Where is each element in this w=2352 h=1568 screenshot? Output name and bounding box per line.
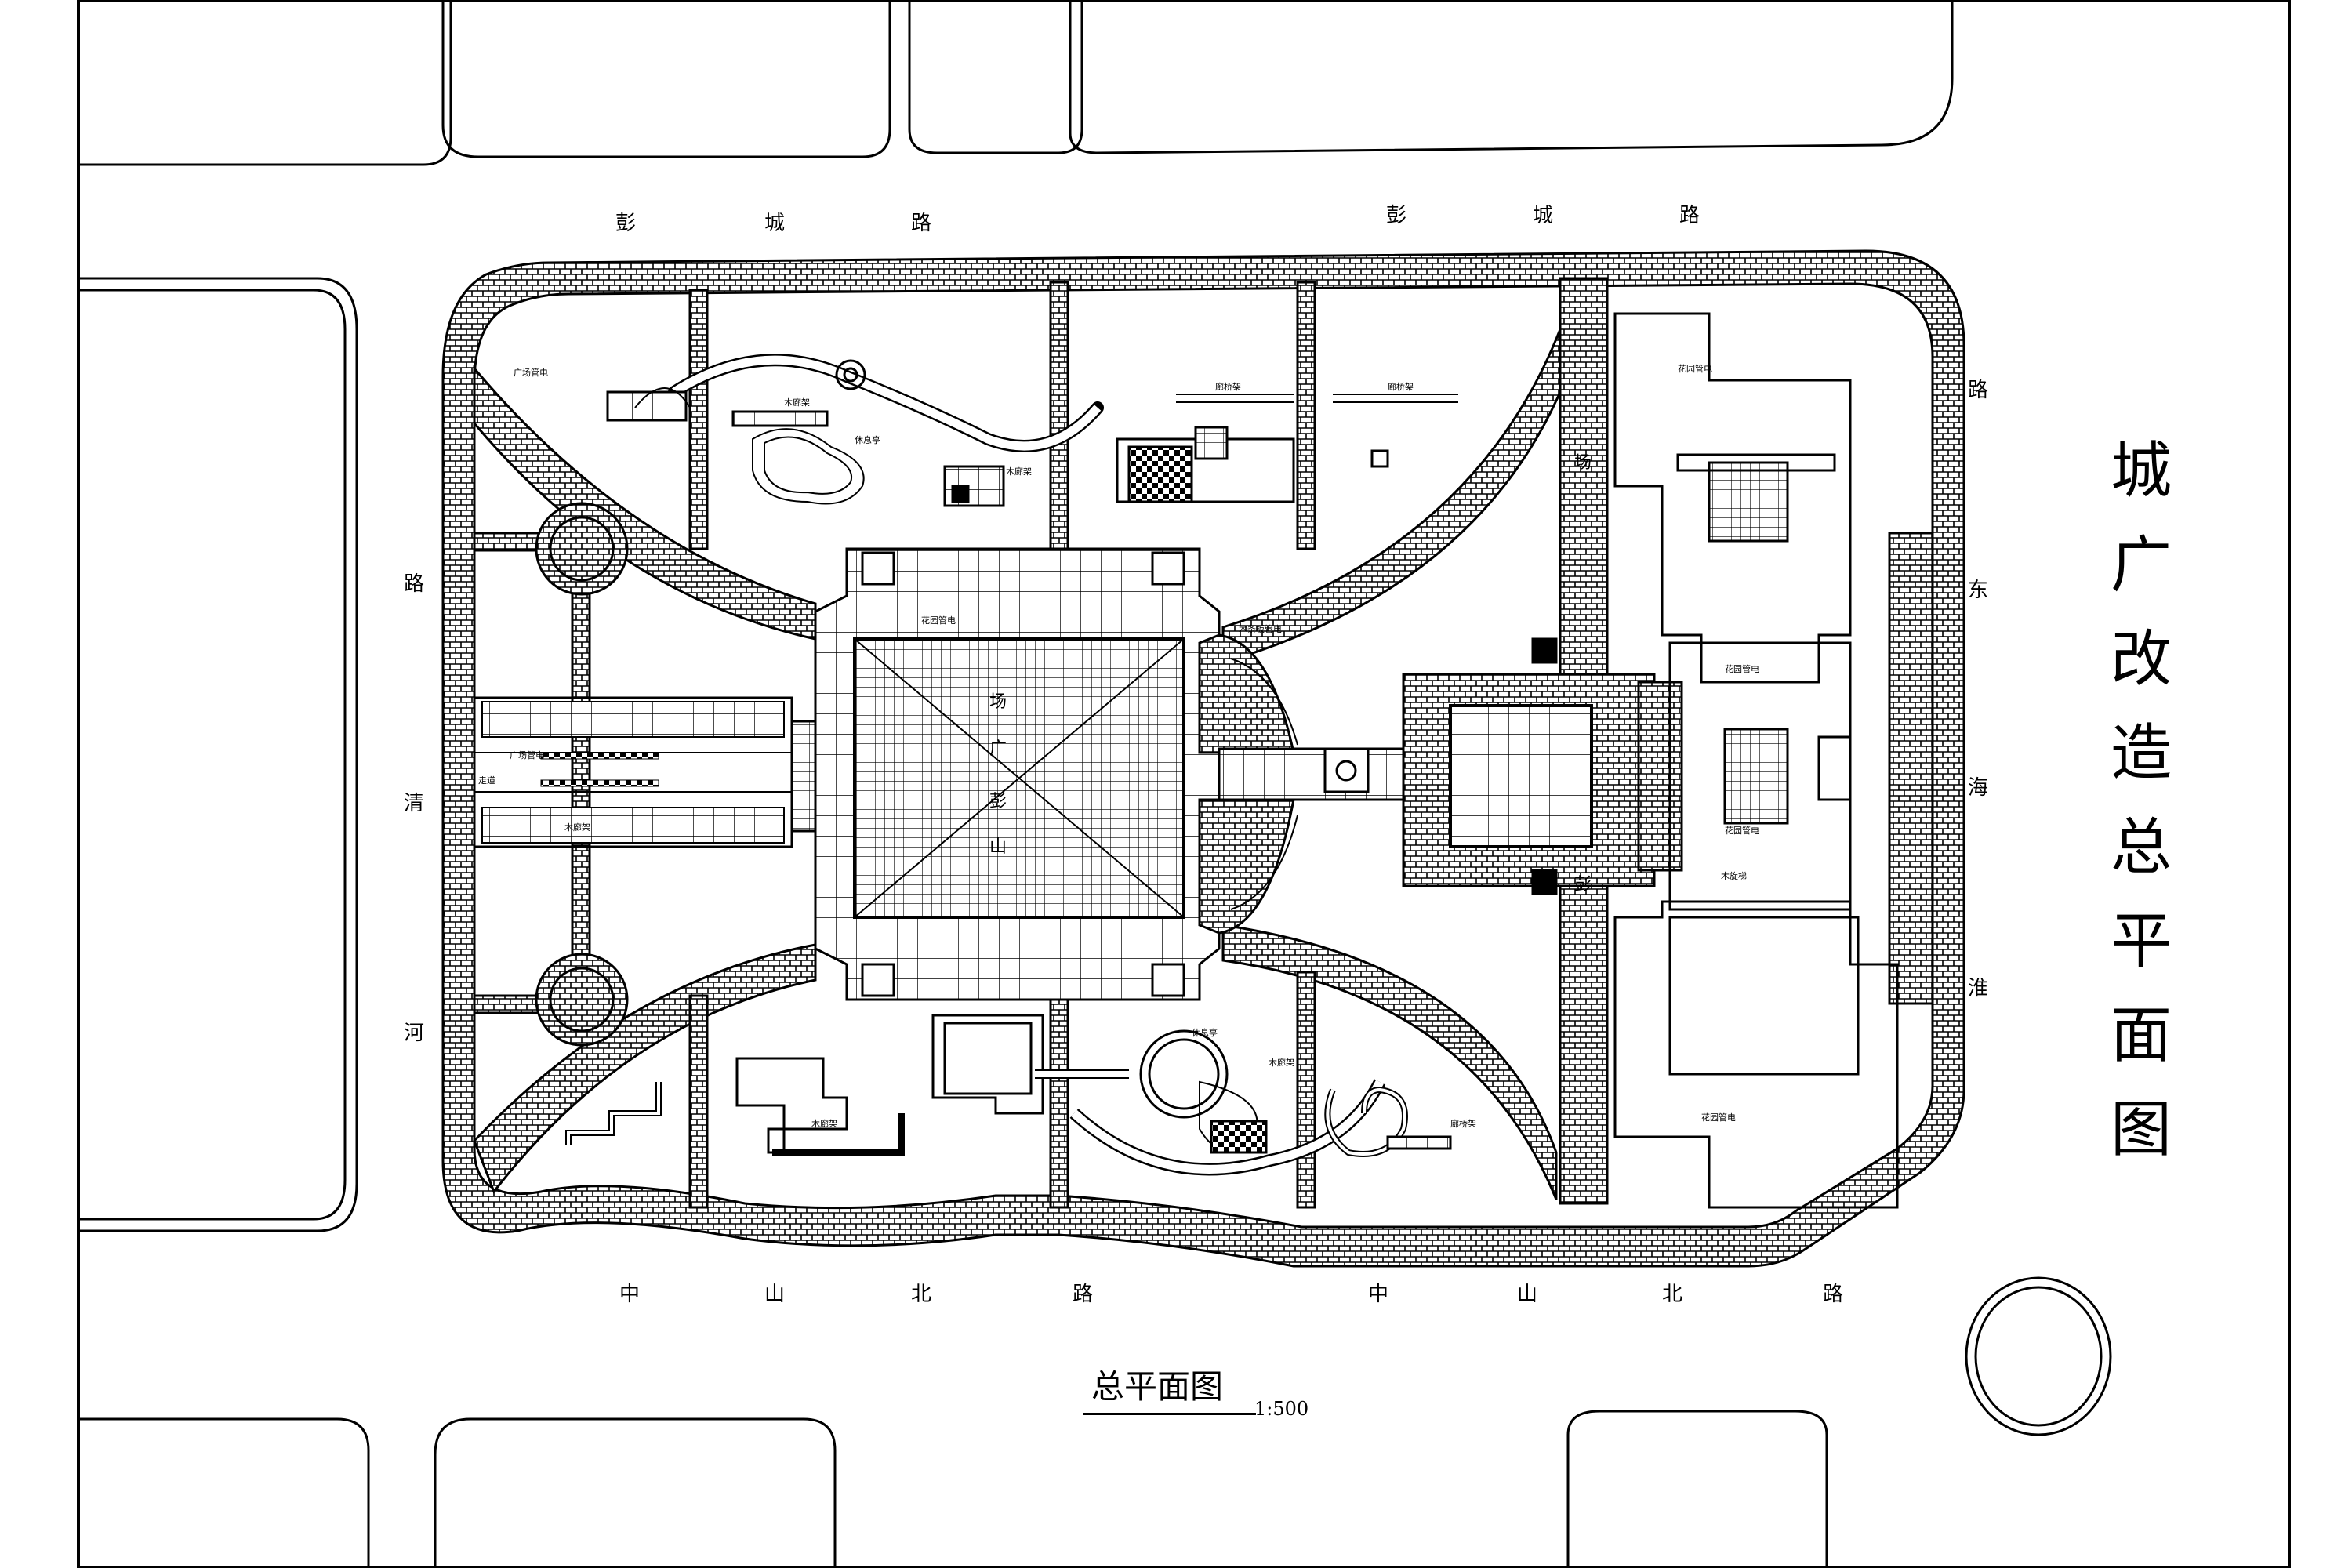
annotation: 木廊架: [784, 397, 810, 408]
annotation: 木廊架: [1006, 466, 1032, 477]
plaza-char-3: 彭: [989, 792, 1007, 811]
block-north-left: [78, 0, 452, 166]
caption-underline: [1083, 1413, 1256, 1415]
annotation: 花园管电: [1725, 826, 1759, 836]
road-north-1c: 路: [911, 212, 932, 235]
path-n-vertical-2: [1049, 281, 1069, 550]
road-south-1d: 路: [1073, 1283, 1094, 1306]
title-char-3: 改: [2111, 624, 2172, 695]
block-north-mid: [908, 0, 1083, 154]
sw-circle-pavilion: [1139, 1029, 1229, 1119]
road-south-2b: 山: [1517, 1283, 1538, 1306]
road-north-2a: 彭: [1386, 204, 1407, 227]
road-north-2c: 路: [1679, 204, 1700, 227]
block-north-center: [441, 0, 891, 158]
terrace-arc-south: [1198, 798, 1295, 935]
east-plaza-inner: [1449, 704, 1593, 848]
side-char-2: 彭: [1574, 875, 1592, 895]
annotation: 木廊架: [564, 822, 590, 833]
block-west: [78, 277, 358, 1232]
road-west-2: 清: [404, 792, 425, 815]
path-s-vertical-3: [1296, 971, 1316, 1209]
road-south-1b: 山: [764, 1283, 786, 1306]
title-char-1: 城: [2111, 436, 2172, 506]
annotation: 木廊架: [811, 1119, 837, 1129]
road-north-1b: 城: [764, 212, 786, 235]
road-south-1a: 中: [619, 1283, 641, 1306]
path-s-vertical-2: [1049, 998, 1069, 1209]
annotation: 花园管电: [921, 615, 956, 626]
curved-path-north: [668, 354, 1104, 452]
plaza-char-1: 场: [989, 692, 1007, 712]
annotation: 花园管电: [1725, 664, 1759, 674]
annotation: 广场管电: [514, 368, 548, 378]
annotation: 走道: [478, 775, 495, 786]
road-east-3: 海: [1968, 776, 1989, 800]
east-building-south: [1613, 900, 1899, 1209]
title-char-8: 图: [2111, 1094, 2172, 1165]
annotation: 休息亭: [1192, 1028, 1218, 1038]
plan-caption: 总平面图: [1091, 1367, 1224, 1406]
road-east-2: 东: [1968, 579, 1989, 602]
road-north-2b: 城: [1533, 204, 1554, 227]
east-building-north: [1613, 312, 1852, 684]
side-char-1: 场: [1574, 453, 1592, 473]
annotation: 廊桥架: [1450, 1119, 1476, 1129]
road-south-2d: 路: [1823, 1283, 1844, 1306]
annotation: 花园管电: [1678, 364, 1712, 374]
path-w-vertical: [571, 571, 591, 982]
path-n-vertical-1: [688, 289, 709, 550]
annotation: 休息亭: [855, 435, 880, 445]
bridge-platform: [1323, 747, 1370, 793]
road-north-1a: 彭: [615, 212, 637, 235]
road-south-1c: 北: [911, 1283, 932, 1306]
annotation: 木条板管电: [1239, 624, 1282, 634]
south-pergola: [931, 1014, 1044, 1115]
east-building-court-n: [1708, 461, 1789, 543]
chess-court: [1127, 445, 1193, 503]
kidney-pool: [752, 428, 865, 505]
east-roundabout: [1965, 1276, 2112, 1436]
plaza-char-4: 山: [989, 837, 1007, 857]
drawing-frame: [77, 0, 2291, 1568]
sw-pergola-stairs: [735, 1057, 848, 1154]
terrace-arc-north: [1198, 633, 1295, 754]
nw-pergola: [606, 390, 688, 422]
plaza-char-2: 广: [989, 739, 1007, 759]
path-east-edge: [1888, 532, 1934, 1005]
road-south-2a: 中: [1368, 1283, 1389, 1306]
road-west-3: 河: [404, 1022, 425, 1045]
block-south-center: [434, 1417, 837, 1568]
path-s-vertical-1: [688, 994, 709, 1209]
annotation: 木廊架: [1269, 1058, 1294, 1068]
title-char-2: 广: [2111, 530, 2172, 601]
annotation: 广场管电: [510, 750, 544, 760]
title-char-5: 总: [2111, 812, 2172, 883]
road-east-1: 路: [1968, 379, 1989, 402]
road-east-4: 淮: [1968, 977, 1989, 1000]
plan-scale: 1:500: [1254, 1398, 1309, 1420]
path-ne-diagonal: [1221, 328, 1562, 665]
path-sw-diagonal: [473, 943, 817, 1195]
road-west-1: 路: [404, 572, 425, 596]
annotation: 廊桥架: [1215, 382, 1241, 392]
path-se-diagonal: [1221, 924, 1558, 1200]
road-south-2c: 北: [1662, 1283, 1683, 1306]
title-char-6: 平: [2111, 906, 2172, 977]
east-building-court-s: [1668, 916, 1860, 1076]
annotation: 廊桥架: [1388, 382, 1414, 392]
block-west-inner: [78, 289, 347, 1221]
annotation: 花园管电: [1701, 1112, 1736, 1123]
block-south-left: [78, 1417, 370, 1568]
block-south-right: [1566, 1410, 1828, 1568]
annotation: 木旋梯: [1721, 871, 1747, 881]
block-north-right: [1069, 0, 1954, 154]
title-char-4: 造: [2111, 718, 2172, 789]
path-n-vertical-3: [1296, 281, 1316, 550]
title-char-7: 面: [2111, 1000, 2172, 1071]
